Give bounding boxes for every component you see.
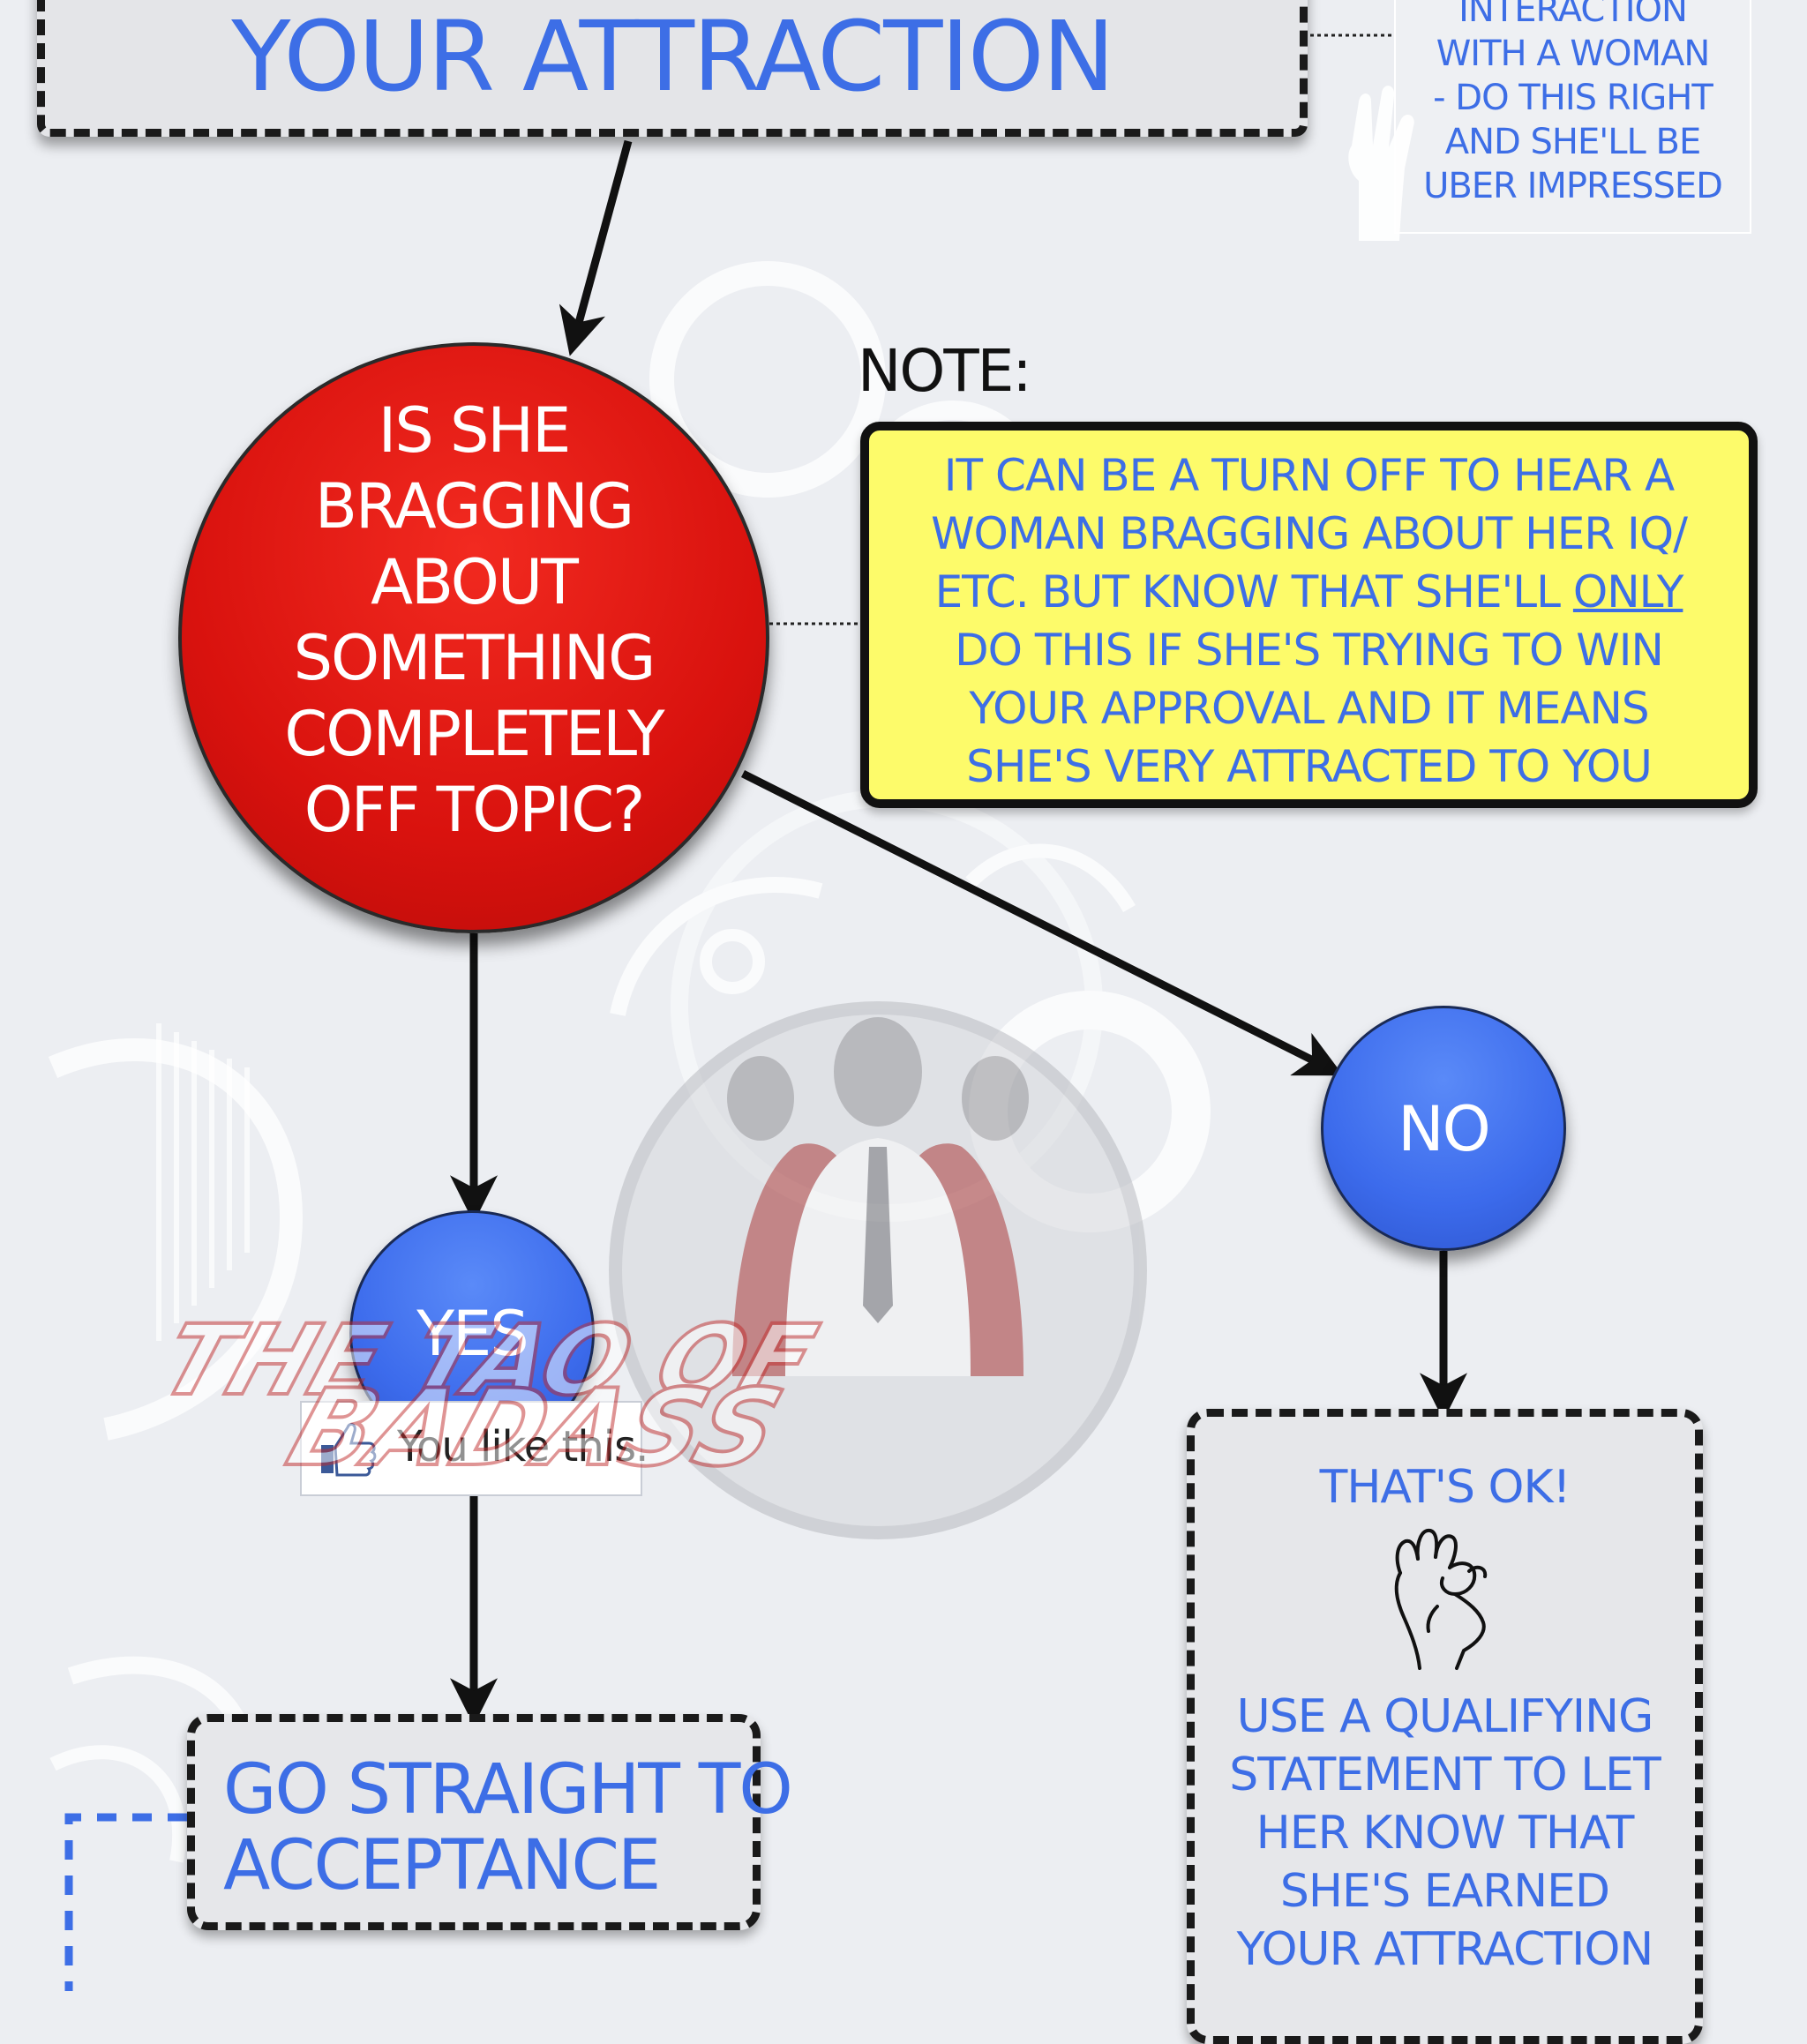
thumbs-up-icon: [321, 1423, 377, 1477]
note-box: IT CAN BE A TURN OFF TO HEAR A WOMAN BRA…: [860, 422, 1758, 808]
ok-box-title: THAT'S OK!: [1319, 1461, 1571, 1514]
question-line: ABOUT: [371, 546, 579, 618]
hand-sign-icon: [1348, 86, 1414, 241]
acceptance-line: ACCEPTANCE: [223, 1826, 661, 1905]
ok-line: SHE'S EARNED: [1279, 1865, 1610, 1918]
note-line: WOMAN BRAGGING ABOUT HER IQ/: [931, 508, 1688, 559]
question-line: IS SHE: [378, 394, 572, 467]
note-line: ETC. BUT KNOW THAT SHE'LL ONLY: [869, 566, 1749, 618]
decorative-stripes: [156, 1023, 250, 1341]
arrow-to-question: [559, 139, 633, 356]
tip-line: WITH A WOMAN: [1436, 34, 1710, 74]
arrow-to-no: [740, 769, 1344, 1076]
tip-line: AND SHE'LL BE: [1444, 122, 1702, 162]
note-line: SHE'S VERY ATTRACTED TO YOU: [966, 741, 1653, 792]
tip-line: INTERACTION: [1458, 0, 1688, 30]
no-node: NO: [1321, 1006, 1566, 1251]
acceptance-box: GO STRAIGHT TO ACCEPTANCE: [187, 1714, 793, 1930]
note-label: NOTE:: [858, 337, 1032, 405]
question-line: BRAGGING: [314, 470, 634, 543]
ok-line: HER KNOW THAT: [1256, 1807, 1635, 1860]
ok-line: USE A QUALIFYING: [1236, 1690, 1654, 1743]
note-line: DO THIS IF SHE'S TRYING TO WIN: [955, 625, 1664, 676]
diagram-background: [48, 34, 1467, 1991]
tip-line: - DO THIS RIGHT: [1433, 78, 1713, 118]
tip-panel: INTERACTION WITH A WOMAN - DO THIS RIGHT…: [1394, 0, 1751, 234]
ok-line: YOUR ATTRACTION: [1236, 1923, 1654, 1976]
question-line: OFF TOPIC?: [304, 774, 646, 846]
ok-line: STATEMENT TO LET: [1229, 1748, 1661, 1801]
ok-box: THAT'S OK! USE A QUALIFYING STATEMENT TO…: [1187, 1409, 1703, 2044]
tip-line: UBER IMPRESSED: [1423, 166, 1723, 206]
note-line: YOUR APPROVAL AND IT MEANS: [969, 683, 1649, 734]
attraction-box-label: YOUR ATTRACTION: [231, 0, 1114, 113]
question-node: IS SHE BRAGGING ABOUT SOMETHING COMPLETE…: [178, 342, 769, 933]
ok-hand-icon: [1394, 1528, 1488, 1670]
watermark-logo: [609, 1001, 1147, 1539]
attraction-box: YOUR ATTRACTION: [37, 0, 1308, 137]
acceptance-connector: [64, 1813, 187, 1991]
note-line-text: ETC. BUT KNOW THAT SHE'LL: [934, 566, 1573, 618]
note-emphasis: ONLY: [1572, 566, 1684, 618]
question-line: SOMETHING: [293, 622, 656, 694]
no-label: NO: [1398, 1093, 1490, 1165]
yes-label: YES: [416, 1298, 529, 1370]
like-badge-text: You like this.: [397, 1422, 649, 1471]
note-line: IT CAN BE A TURN OFF TO HEAR A: [943, 450, 1675, 501]
question-line: COMPLETELY: [284, 698, 664, 770]
acceptance-line: GO STRAIGHT TO: [223, 1750, 793, 1830]
like-badge: You like this.: [300, 1401, 649, 1496]
